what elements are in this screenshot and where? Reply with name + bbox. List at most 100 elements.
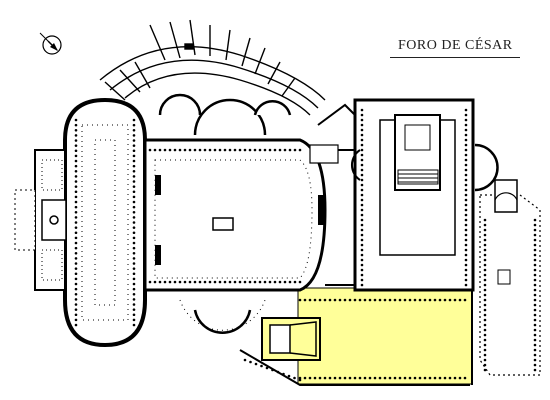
column-dot <box>483 368 487 372</box>
column-dot <box>218 280 222 284</box>
column-dot <box>158 280 162 284</box>
column-dot <box>360 208 364 212</box>
column-dot <box>132 149 136 153</box>
column-dot <box>74 246 78 250</box>
column-dot <box>448 298 452 302</box>
column-dot <box>464 233 468 237</box>
column-dot <box>360 223 364 227</box>
column-dot <box>74 128 78 132</box>
column-dot <box>74 123 78 127</box>
column-dot <box>183 280 187 284</box>
column-dot <box>423 298 427 302</box>
column-dot <box>74 164 78 168</box>
column-dot <box>328 376 332 380</box>
column-dot <box>463 376 467 380</box>
column-dot <box>360 198 364 202</box>
column-dot <box>483 228 487 232</box>
column-dot <box>74 180 78 183</box>
column-dot <box>483 278 487 282</box>
column-dot <box>132 287 136 291</box>
column-dot <box>278 280 282 284</box>
column-dot <box>483 233 487 237</box>
column-dot <box>243 280 247 284</box>
column-dot <box>132 292 136 296</box>
column-dot <box>464 253 468 257</box>
column-dot <box>213 148 217 152</box>
column-dot <box>368 298 372 302</box>
column-dot <box>413 298 417 302</box>
column-dot <box>132 134 136 137</box>
column-dot <box>333 298 337 302</box>
column-dot <box>464 248 468 252</box>
column-dot <box>360 183 364 187</box>
column-dot <box>360 233 364 237</box>
column-dot <box>273 148 277 152</box>
column-dot <box>360 253 364 257</box>
column-dot <box>132 246 136 250</box>
column-dot <box>132 277 136 281</box>
column-dot <box>360 188 364 192</box>
column-dot <box>253 280 257 284</box>
column-dot <box>163 280 167 284</box>
column-dot <box>393 376 397 380</box>
column-dot <box>74 226 78 229</box>
column-dot <box>360 138 364 142</box>
column-dot <box>74 292 78 296</box>
column-dot <box>358 298 362 302</box>
column-dot <box>360 218 364 222</box>
column-dot <box>333 376 337 380</box>
column-dot <box>483 343 487 347</box>
column-dot <box>428 376 432 380</box>
column-dot <box>433 298 437 302</box>
column-dot <box>533 363 537 367</box>
column-dot <box>318 298 322 302</box>
column-dot <box>464 268 468 272</box>
column-dot <box>132 241 136 245</box>
column-dot <box>263 280 267 284</box>
column-dot <box>458 298 462 302</box>
column-dot <box>533 233 537 237</box>
column-dot <box>338 298 342 302</box>
column-dot <box>74 277 78 281</box>
column-dot <box>132 200 136 204</box>
column-dot <box>464 183 468 187</box>
column-dot <box>464 278 468 282</box>
column-dot <box>132 298 136 301</box>
column-dot <box>132 159 136 163</box>
column-dot <box>183 148 187 152</box>
column-dot <box>483 283 487 287</box>
column-dot <box>403 298 407 302</box>
column-dot <box>464 238 468 242</box>
column-dot <box>74 272 78 276</box>
column-dot <box>483 238 487 242</box>
column-dot <box>287 374 291 378</box>
column-dot <box>74 200 78 204</box>
column-dot <box>448 376 452 380</box>
column-dot <box>403 376 407 380</box>
column-dot <box>464 148 468 152</box>
column-dot <box>533 328 537 332</box>
column-dot <box>132 267 136 270</box>
column-dot <box>360 173 364 177</box>
column-dot <box>203 280 207 284</box>
column-dot <box>533 258 537 262</box>
forum-of-trajan <box>143 138 327 292</box>
column-dot <box>483 333 487 337</box>
column-dot <box>132 139 136 142</box>
column-dot <box>74 159 78 163</box>
column-dot <box>132 257 136 260</box>
column-dot <box>363 298 367 302</box>
column-dot <box>483 288 487 292</box>
column-dot <box>268 148 272 152</box>
column-dot <box>74 190 78 194</box>
column-dot <box>360 128 364 132</box>
column-dot <box>293 148 297 152</box>
column-dot <box>358 376 362 380</box>
column-dot <box>254 362 258 366</box>
column-dot <box>464 123 468 127</box>
column-dot <box>168 148 172 152</box>
column-dot <box>74 282 78 286</box>
column-dot <box>74 221 78 224</box>
column-dot <box>533 318 537 322</box>
column-dot <box>132 231 136 235</box>
